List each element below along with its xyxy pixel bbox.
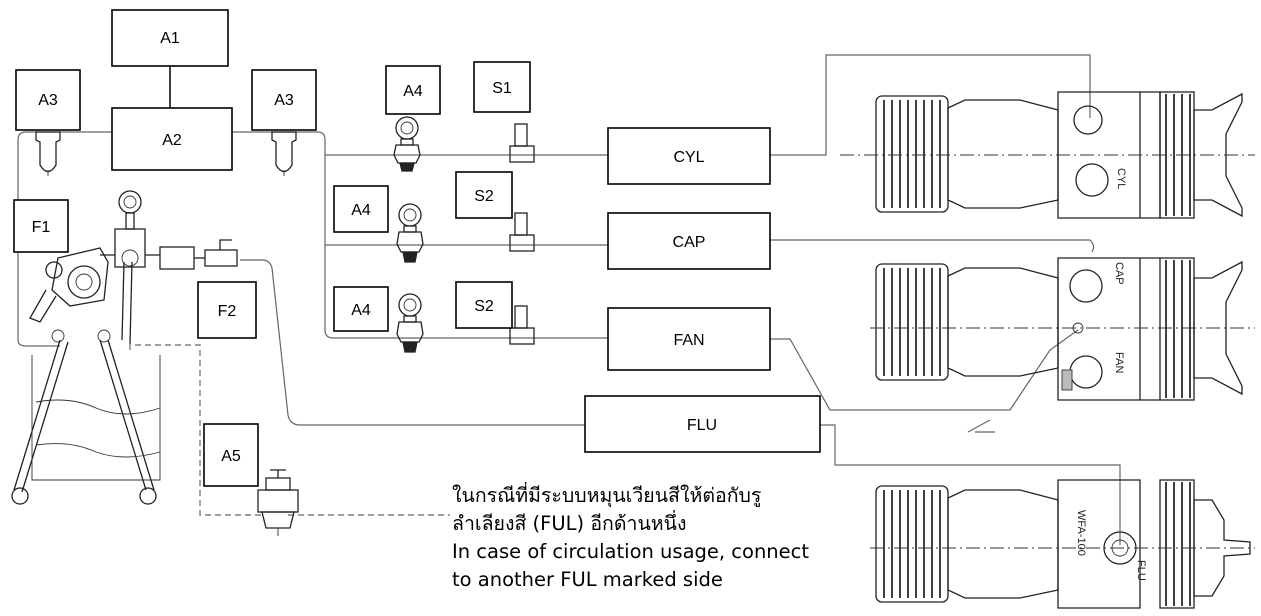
box-a5: A5 — [203, 423, 259, 487]
box-s1: S1 — [473, 61, 531, 113]
box-fan: FAN — [607, 307, 771, 371]
label-a5: A5 — [221, 448, 241, 465]
gun-mark-cyl: CYL — [1115, 168, 1127, 189]
box-a3-right: A3 — [251, 69, 317, 131]
solenoid-s2-bottom-icon — [509, 305, 535, 345]
label-a2: A2 — [162, 132, 182, 149]
spray-gun-top-icon: CYL — [840, 91, 1255, 219]
label-a3-right: A3 — [274, 92, 294, 109]
box-a1: A1 — [111, 9, 229, 67]
box-a4-top: A4 — [385, 65, 441, 115]
regulator-cap-icon — [396, 203, 424, 263]
label-s2-bottom: S2 — [474, 298, 494, 315]
note-line-4: to another FUL marked side — [452, 568, 723, 591]
regulator-a5-icon — [257, 469, 299, 536]
label-a3-left: A3 — [38, 92, 58, 109]
box-f1: F1 — [13, 199, 69, 253]
spray-gun-bottom-icon: WFA-100 FLU — [870, 479, 1255, 609]
gun-mark-cap: CAP — [1113, 262, 1125, 285]
solenoid-s1-icon — [509, 123, 535, 163]
box-cyl: CYL — [607, 127, 771, 185]
note-line-3: In case of circulation usage, connect — [452, 540, 810, 563]
label-s2-mid: S2 — [474, 188, 494, 205]
solenoid-s2-mid-icon — [509, 212, 535, 252]
box-s2-bottom: S2 — [455, 281, 513, 329]
label-flu: FLU — [687, 417, 717, 434]
box-s2-mid: S2 — [455, 171, 513, 219]
gun-mark-fan: FAN — [1113, 352, 1125, 373]
label-a4-bottom: A4 — [351, 302, 371, 319]
regulator-cyl-icon — [393, 116, 421, 172]
box-flu: FLU — [584, 395, 821, 453]
box-a4-mid: A4 — [333, 185, 389, 233]
box-cap: CAP — [607, 212, 771, 270]
box-a4-bottom: A4 — [333, 286, 389, 332]
label-cyl: CYL — [673, 149, 704, 166]
label-f2: F2 — [218, 303, 237, 320]
box-a3-left: A3 — [15, 69, 81, 131]
box-a2: A2 — [111, 107, 233, 171]
filter-left-icon — [35, 131, 61, 176]
label-a4-mid: A4 — [351, 202, 371, 219]
spray-gun-middle-icon: CAP FAN — [870, 257, 1255, 401]
label-s1: S1 — [492, 80, 512, 97]
filter-right-icon — [271, 131, 297, 176]
air-lines — [17, 54, 1121, 545]
label-a1: A1 — [160, 30, 180, 47]
regulator-fan-icon — [396, 293, 424, 353]
pump-icon — [11, 190, 238, 505]
circulation-note: ในกรณีที่มีระบบหมุนเวียนสีให้ต่อกับรู ลำ… — [452, 482, 809, 594]
label-f1: F1 — [32, 219, 51, 236]
label-cap: CAP — [673, 234, 706, 251]
label-fan: FAN — [673, 332, 704, 349]
gun-mark-model: WFA-100 — [1075, 510, 1087, 556]
label-a4-top: A4 — [403, 83, 423, 100]
note-line-1: ในกรณีที่มีระบบหมุนเวียนสีให้ต่อกับรู — [452, 484, 762, 507]
box-f2: F2 — [197, 281, 257, 339]
gun-mark-flu: FLU — [1135, 560, 1147, 581]
note-line-2: ลำเลียงสี (FUL) อีกด้านหนึ่ง — [452, 512, 687, 535]
